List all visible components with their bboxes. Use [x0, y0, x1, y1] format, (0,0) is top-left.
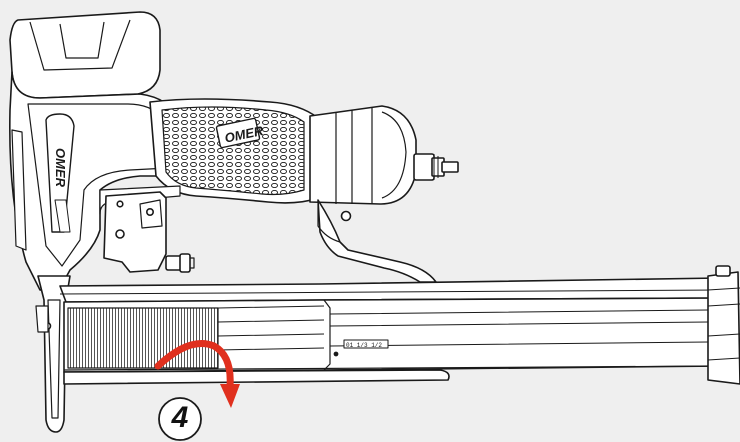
step-circle: [158, 397, 202, 441]
rotation-arrow: [154, 340, 240, 408]
staple-strip: [67, 307, 219, 369]
air-connector: [413, 153, 459, 181]
rear-cap: [309, 105, 417, 205]
step-number: 4: [171, 401, 189, 434]
top-cap: [9, 11, 161, 99]
magazine-scale-label: 01 1/3 1/2: [346, 342, 382, 349]
magazine-pusher: [63, 369, 450, 385]
body-brand-logo: OMER: [53, 148, 68, 188]
